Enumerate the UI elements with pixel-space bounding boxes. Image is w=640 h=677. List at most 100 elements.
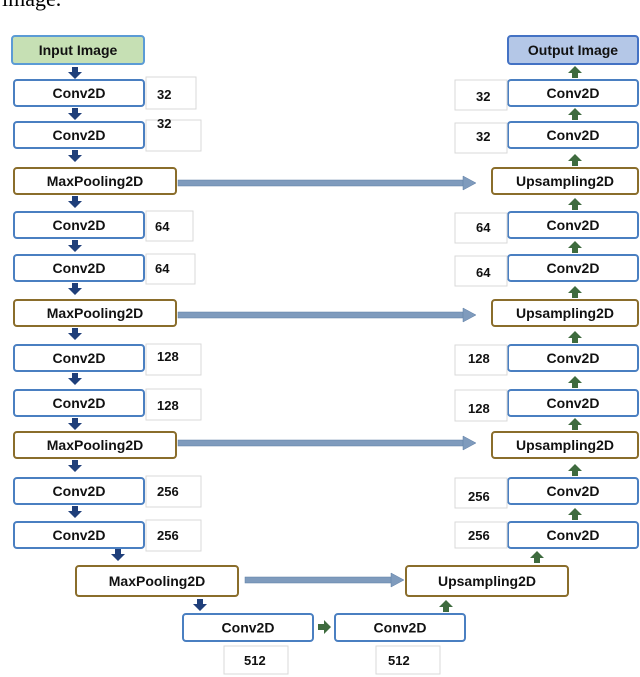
decoder-filter-count-box <box>454 344 508 376</box>
encoder-filter-count-box <box>145 253 196 285</box>
encoder-conv-block-label: Conv2D <box>53 85 106 101</box>
encoder-filter-count-box <box>145 76 197 110</box>
down-arrow-icon <box>68 283 82 295</box>
encoder-filter-count-box <box>145 475 202 508</box>
bottleneck-conv-block-box <box>334 613 466 642</box>
output-image-box-box <box>507 35 639 65</box>
decoder-filter-count-box <box>454 477 508 509</box>
up-arrow-icon <box>568 508 582 520</box>
decoder-filter-count-box <box>454 122 508 154</box>
bottleneck-filter-count: 512 <box>223 645 289 675</box>
encoder-filter-count: 256 <box>145 475 202 508</box>
decoder-filter-count-label: 128 <box>468 401 490 416</box>
decoder-conv-block-label: Conv2D <box>547 527 600 543</box>
skip-connection-arrow-head <box>462 435 477 451</box>
encoder-conv-block-label: Conv2D <box>53 395 106 411</box>
bottleneck-conv-block-label: Conv2D <box>222 620 275 636</box>
decoder-conv-block-box <box>507 521 639 549</box>
skip-connection-arrow-shaft <box>177 179 465 187</box>
decoder-filter-count-label: 128 <box>468 351 490 366</box>
skip-connection-arrow <box>244 572 405 588</box>
encoder-filter-count-label: 128 <box>157 398 179 413</box>
up-arrow-icon <box>568 66 582 78</box>
down-arrow-icon <box>68 418 82 430</box>
decoder-conv-block-box <box>507 79 639 107</box>
up-arrow-icon <box>568 198 582 210</box>
encoder-conv-block: Conv2D <box>13 211 145 239</box>
decoder-conv-block: Conv2D <box>507 521 639 549</box>
decoder-filter-count-label: 32 <box>476 89 490 104</box>
maxpooling-block-label: MaxPooling2D <box>47 437 143 453</box>
decoder-conv-block-box <box>507 477 639 505</box>
encoder-filter-count-label: 64 <box>155 219 170 234</box>
encoder-filter-count: 64 <box>145 210 194 242</box>
decoder-conv-block-label: Conv2D <box>547 260 600 276</box>
bottleneck-conv-block: Conv2D <box>182 613 314 642</box>
decoder-filter-count: 32 <box>454 122 508 154</box>
bottleneck-filter-count-box <box>223 645 289 675</box>
encoder-conv-block-label: Conv2D <box>53 483 106 499</box>
decoder-filter-count: 256 <box>454 477 508 509</box>
decoder-filter-count: 128 <box>454 389 508 422</box>
decoder-filter-count: 128 <box>454 344 508 376</box>
decoder-filter-count-box <box>454 212 508 244</box>
encoder-conv-block-label: Conv2D <box>53 527 106 543</box>
skip-connection-arrow <box>177 307 477 323</box>
encoder-conv-block: Conv2D <box>13 121 145 149</box>
encoder-filter-count-label: 256 <box>157 528 179 543</box>
input-image-box-label: Input Image <box>39 42 118 58</box>
up-arrow-icon <box>568 331 582 343</box>
upsampling-block-label: Upsampling2D <box>516 173 614 189</box>
caption-fragment: image. <box>2 0 61 12</box>
decoder-conv-block-label: Conv2D <box>547 395 600 411</box>
skip-connection-arrow-shaft <box>177 439 465 447</box>
encoder-conv-block-label: Conv2D <box>53 350 106 366</box>
right-arrow-icon <box>318 620 331 634</box>
decoder-filter-count-label: 64 <box>476 220 491 235</box>
skip-connection-arrow-shaft <box>244 576 393 584</box>
encoder-conv-block-box <box>13 521 145 549</box>
encoder-conv-block-box <box>13 477 145 505</box>
up-arrow-icon <box>568 464 582 476</box>
input-image-box: Input Image <box>11 35 145 65</box>
maxpooling-block-box <box>13 167 177 195</box>
encoder-filter-count-label: 256 <box>157 484 179 499</box>
encoder-conv-block-box <box>13 344 145 372</box>
bottleneck-conv-block: Conv2D <box>334 613 466 642</box>
upsampling-block-box <box>405 565 569 597</box>
upsampling-block: Upsampling2D <box>405 565 569 597</box>
encoder-filter-count: 256 <box>145 519 202 552</box>
encoder-conv-block-label: Conv2D <box>53 127 106 143</box>
up-arrow-icon <box>568 418 582 430</box>
down-arrow-icon <box>68 150 82 162</box>
maxpooling-block-label: MaxPooling2D <box>47 305 143 321</box>
up-arrow-icon <box>568 241 582 253</box>
encoder-conv-block: Conv2D <box>13 521 145 549</box>
decoder-filter-count-box <box>454 521 508 549</box>
up-arrow-icon <box>568 286 582 298</box>
bottleneck-filter-count: 512 <box>375 645 441 675</box>
encoder-filter-count-box <box>145 343 202 376</box>
maxpooling-block: MaxPooling2D <box>13 299 177 327</box>
maxpooling-block-label: MaxPooling2D <box>47 173 143 189</box>
down-arrow-icon <box>111 549 125 561</box>
decoder-filter-count: 256 <box>454 521 508 549</box>
upsampling-block-label: Upsampling2D <box>516 305 614 321</box>
decoder-conv-block-box <box>507 389 639 417</box>
upsampling-block-label: Upsampling2D <box>438 573 536 589</box>
skip-connection-arrow <box>177 175 477 191</box>
up-arrow-icon <box>530 551 544 563</box>
maxpooling-block: MaxPooling2D <box>75 565 239 597</box>
encoder-filter-count: 32 <box>145 116 202 152</box>
decoder-filter-count-label: 256 <box>468 528 490 543</box>
decoder-filter-count-box <box>454 389 508 422</box>
decoder-conv-block-box <box>507 344 639 372</box>
decoder-conv-block-label: Conv2D <box>547 483 600 499</box>
down-arrow-icon <box>68 373 82 385</box>
decoder-filter-count: 32 <box>454 79 508 111</box>
upsampling-block: Upsampling2D <box>491 431 639 459</box>
maxpooling-block: MaxPooling2D <box>13 431 177 459</box>
encoder-conv-block: Conv2D <box>13 344 145 372</box>
output-image-box-label: Output Image <box>528 42 618 58</box>
